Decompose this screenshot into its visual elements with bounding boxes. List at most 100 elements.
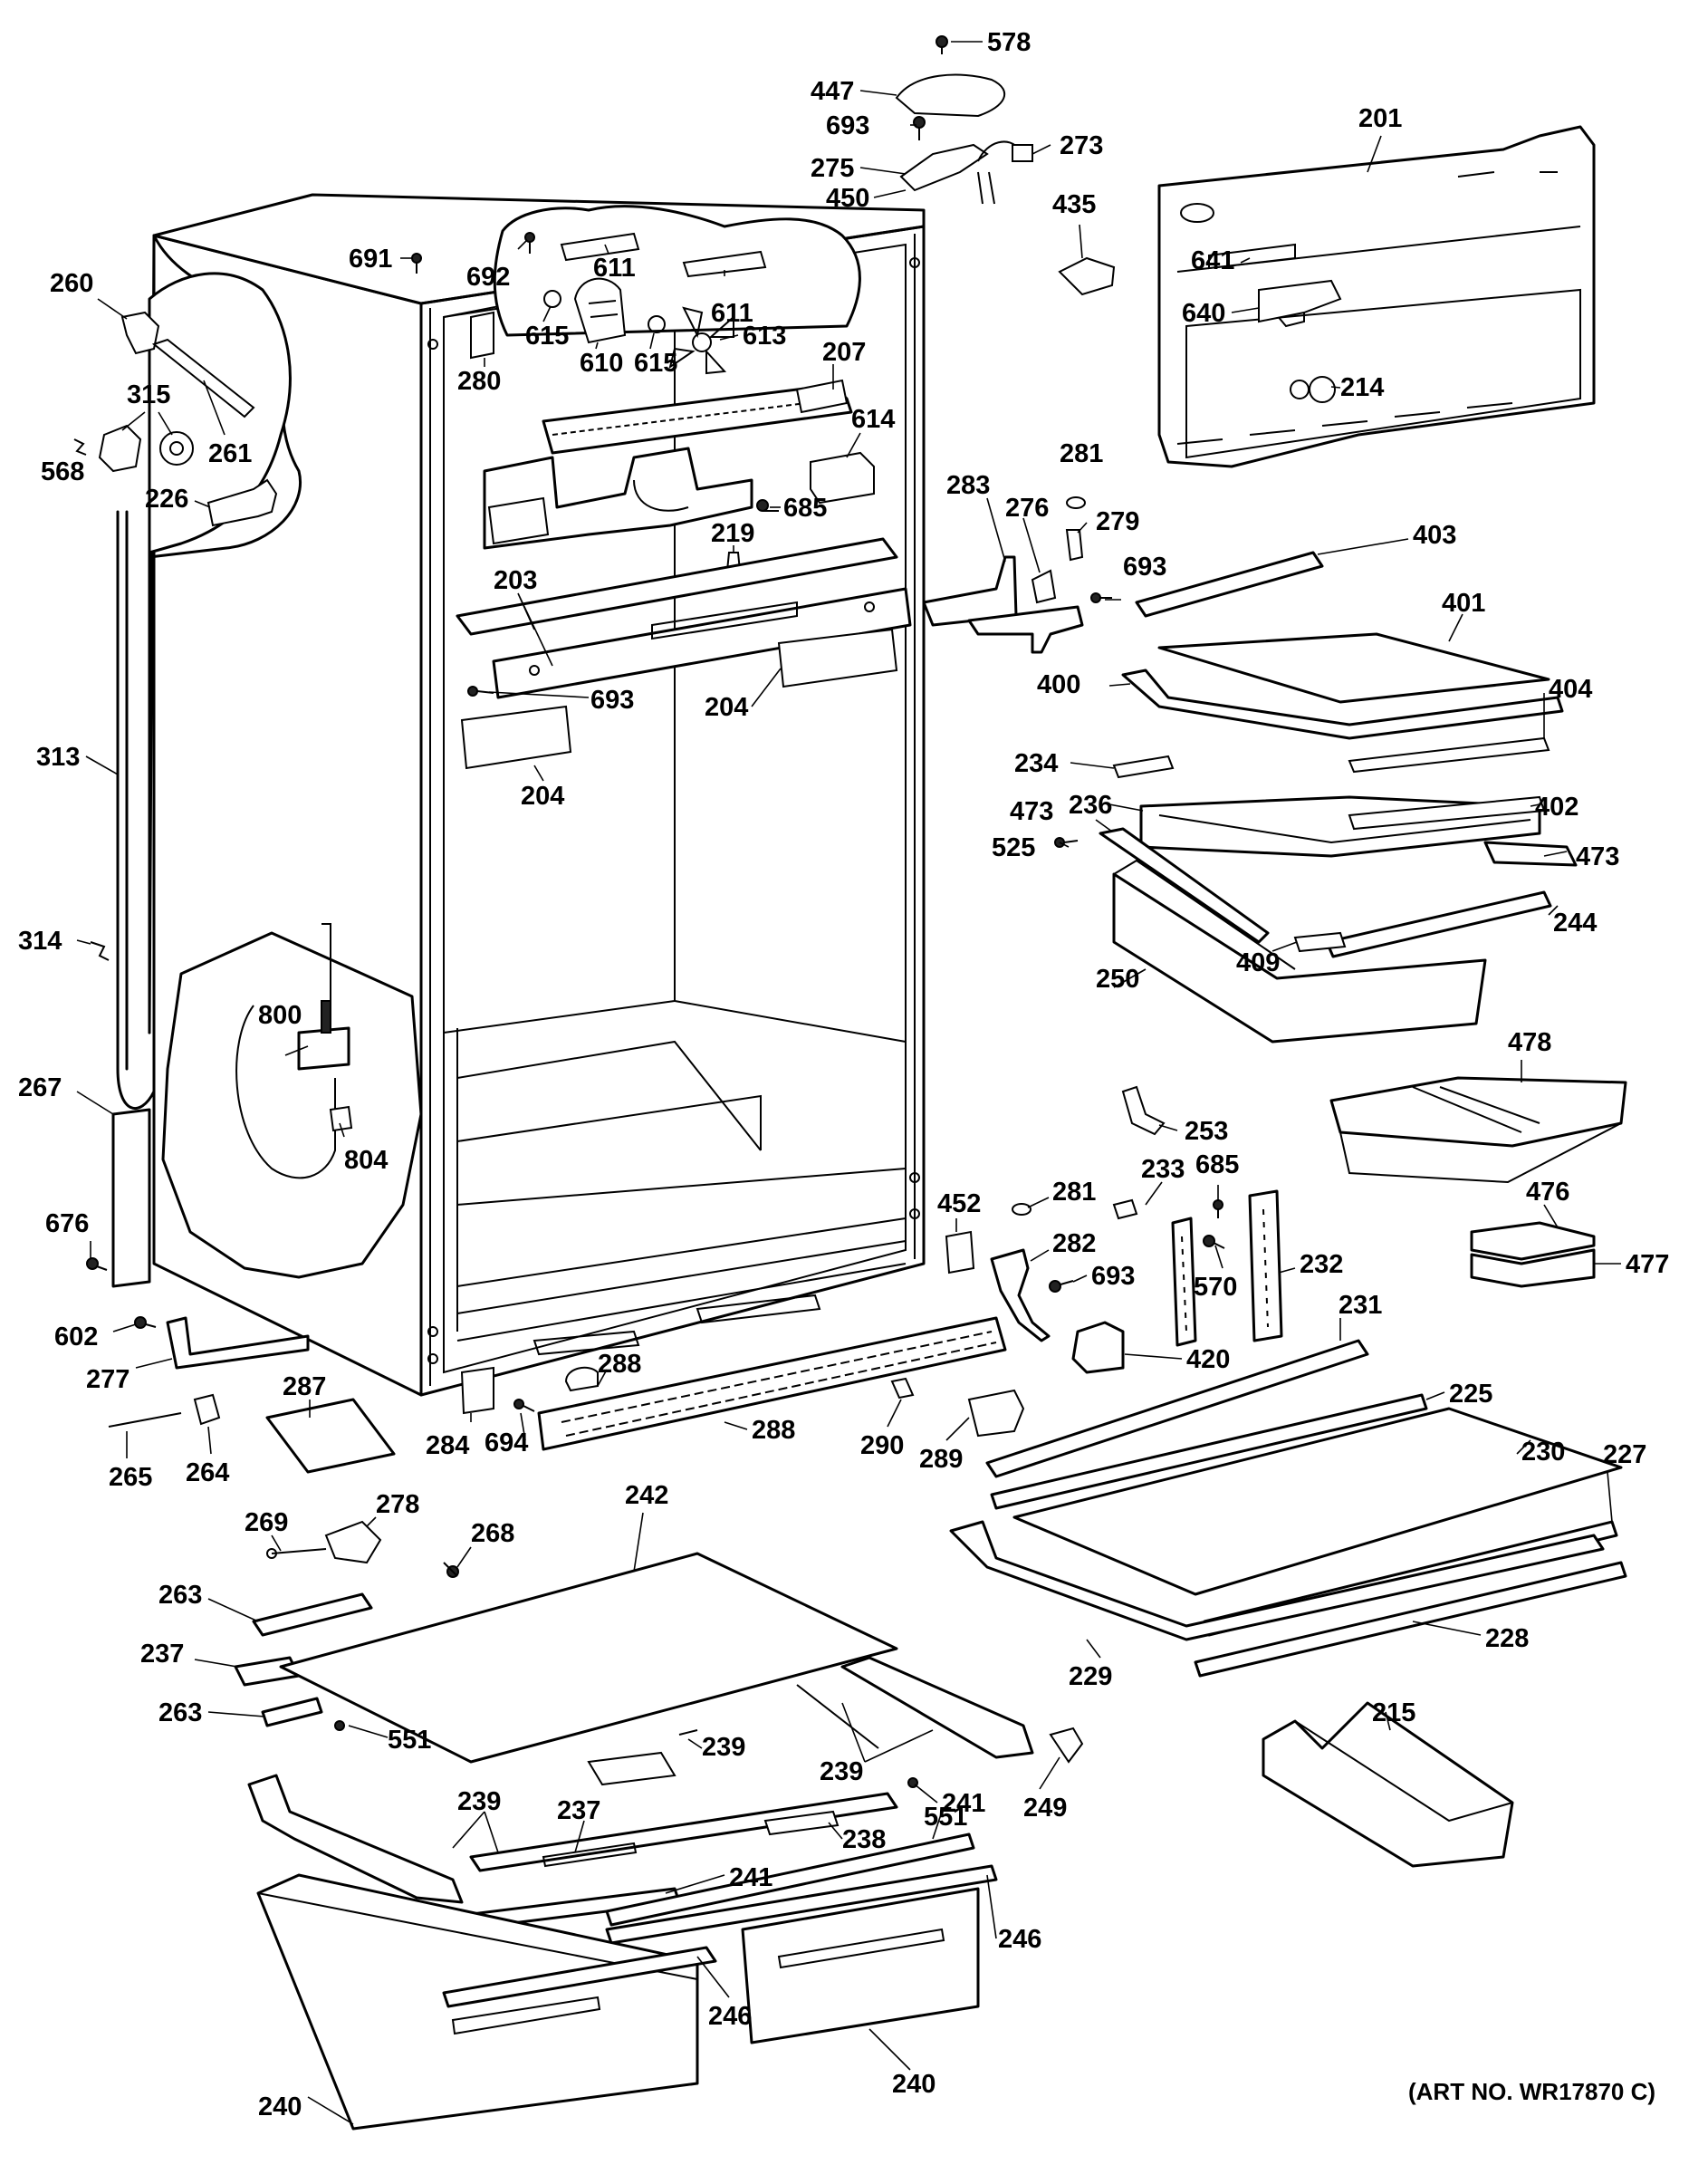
label-478: 478 <box>1508 1028 1551 1057</box>
part-613-fan <box>668 306 734 375</box>
part-284-bracket <box>460 1366 494 1415</box>
part-280-tube <box>470 311 494 360</box>
label-249: 249 <box>1023 1794 1067 1823</box>
part-640-duct <box>1258 279 1342 323</box>
part-611-bracket-b <box>682 250 767 278</box>
label-280: 280 <box>457 367 501 396</box>
label-201: 201 <box>1358 104 1402 133</box>
part-268-screw <box>443 1562 459 1578</box>
part-282-hinge <box>990 1248 1051 1342</box>
label-691: 691 <box>349 245 392 274</box>
label-227: 227 <box>1603 1440 1646 1469</box>
part-242-glass <box>279 1552 898 1764</box>
part-265-pin <box>108 1412 182 1428</box>
part-476-lid <box>1470 1221 1596 1261</box>
part-281b-washer <box>1012 1203 1032 1216</box>
part-287-plate <box>265 1398 396 1474</box>
label-253: 253 <box>1185 1117 1228 1146</box>
callout-labels: 578 447 693 275 450 273 435 201 641 640 … <box>18 28 1669 2121</box>
label-265: 265 <box>109 1463 152 1492</box>
label-233: 233 <box>1141 1155 1185 1184</box>
part-281-washer <box>1066 496 1086 509</box>
part-240-drawer-right <box>741 1887 980 2044</box>
part-452-pad <box>945 1230 975 1275</box>
valve-cutaway <box>161 931 423 1279</box>
part-250-pan <box>1112 859 1487 1044</box>
label-238: 238 <box>842 1825 886 1854</box>
part-570-screw <box>1203 1235 1225 1249</box>
label-290: 290 <box>860 1431 904 1460</box>
label-284: 284 <box>426 1431 469 1460</box>
label-473: 473 <box>1010 797 1053 826</box>
label-263-b: 263 <box>158 1698 202 1727</box>
part-273-harness <box>977 140 1033 205</box>
label-313: 313 <box>36 743 80 772</box>
label-268: 268 <box>471 1519 514 1548</box>
part-615-washer-b <box>648 315 666 333</box>
label-551-b: 551 <box>924 1803 967 1832</box>
label-231: 231 <box>1339 1291 1382 1320</box>
part-246-handle-a <box>442 1946 717 2008</box>
label-613: 613 <box>743 322 786 351</box>
label-473-b: 473 <box>1576 842 1619 871</box>
part-400-shelf-frame <box>1121 669 1564 740</box>
part-264-roller <box>193 1393 221 1426</box>
part-230-glass <box>1012 1407 1623 1596</box>
part-473-slide-right <box>1483 841 1578 867</box>
label-615: 615 <box>525 322 569 351</box>
part-234-rail <box>1112 755 1175 779</box>
label-244: 244 <box>1553 909 1597 938</box>
label-260: 260 <box>50 269 93 298</box>
part-693-screw-lower <box>1049 1280 1074 1293</box>
part-693-screw-right <box>1090 592 1112 603</box>
label-214: 214 <box>1340 373 1384 402</box>
label-602: 602 <box>54 1323 98 1352</box>
label-204: 204 <box>521 782 564 811</box>
part-288-clip <box>564 1366 599 1392</box>
part-694-screw <box>513 1399 535 1412</box>
part-289-cover <box>967 1389 1025 1438</box>
part-478-tray <box>1329 1076 1627 1184</box>
part-693-screw-mid <box>467 686 494 697</box>
label-281-b: 281 <box>1052 1178 1096 1207</box>
part-402-trim <box>1348 795 1546 831</box>
part-241-rail-b <box>605 1833 975 1927</box>
label-207: 207 <box>822 338 866 367</box>
label-237-b: 237 <box>557 1796 600 1825</box>
label-315: 315 <box>127 380 170 409</box>
part-685-screw <box>756 499 779 512</box>
part-253-bracket <box>1121 1085 1166 1136</box>
part-404-trim <box>1348 736 1550 774</box>
label-570: 570 <box>1194 1273 1237 1302</box>
label-239-c: 239 <box>457 1787 501 1816</box>
label-578: 578 <box>987 28 1031 57</box>
label-525: 525 <box>992 833 1035 862</box>
part-left-slide <box>247 1774 464 1904</box>
label-234: 234 <box>1014 749 1058 778</box>
label-314: 314 <box>18 927 62 956</box>
label-275: 275 <box>811 154 854 183</box>
label-269: 269 <box>245 1508 288 1537</box>
label-236: 236 <box>1069 791 1112 820</box>
label-551: 551 <box>388 1726 431 1755</box>
label-263: 263 <box>158 1581 202 1610</box>
label-239: 239 <box>702 1733 745 1762</box>
part-409-trim <box>1293 931 1347 953</box>
label-452: 452 <box>937 1189 981 1218</box>
label-401: 401 <box>1442 589 1485 618</box>
label-676: 676 <box>45 1209 89 1238</box>
part-233-clip <box>1112 1198 1138 1220</box>
part-277-bracket <box>166 1316 310 1370</box>
label-614: 614 <box>851 405 895 434</box>
part-804-fitting <box>329 1105 353 1132</box>
label-215: 215 <box>1372 1698 1415 1727</box>
part-276-hinge <box>967 605 1084 654</box>
label-240: 240 <box>892 2070 936 2099</box>
label-288: 288 <box>598 1350 641 1379</box>
part-232-column <box>1248 1189 1283 1342</box>
label-685: 685 <box>783 494 827 523</box>
part-226-elbow <box>206 478 278 527</box>
label-237: 237 <box>140 1640 184 1669</box>
label-230: 230 <box>1521 1438 1565 1467</box>
part-231-rail <box>985 1339 1369 1478</box>
